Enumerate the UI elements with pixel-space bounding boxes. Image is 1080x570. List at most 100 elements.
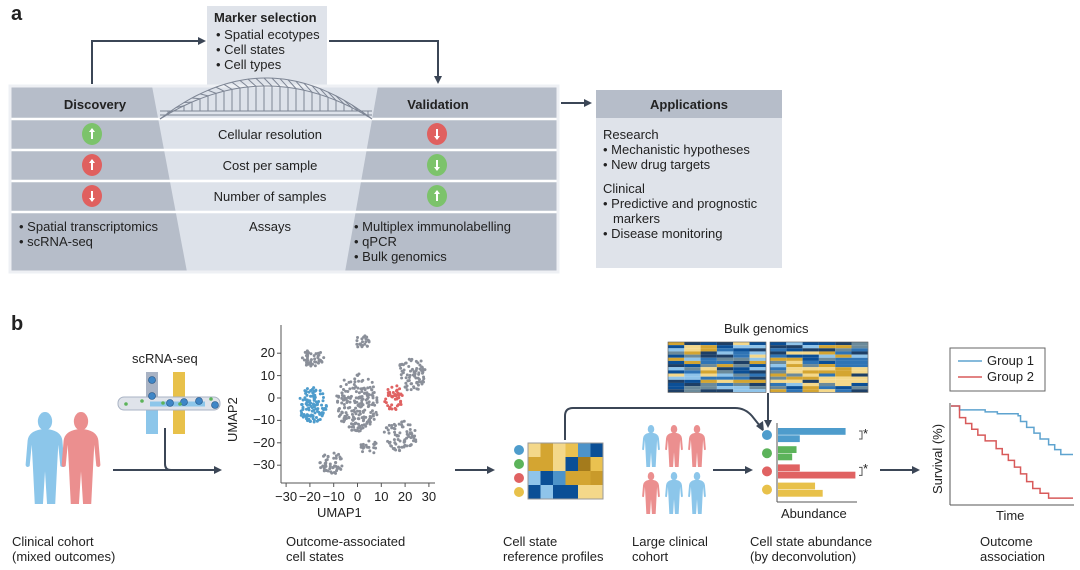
data-point	[356, 335, 360, 339]
data-point	[410, 432, 414, 436]
person-icon	[61, 412, 101, 504]
legend-group-1: Group 1	[987, 353, 1034, 368]
marker-item: Spatial ecotypes	[216, 27, 319, 42]
data-point	[392, 438, 396, 442]
data-point	[409, 388, 413, 392]
data-point	[309, 364, 313, 368]
heatmap-cell	[540, 443, 553, 457]
bulk-cell	[770, 345, 787, 349]
data-point	[333, 464, 337, 468]
x-tick-label: −10	[322, 489, 345, 504]
data-point	[309, 388, 313, 392]
y-tick-label: −30	[252, 457, 275, 473]
data-point	[323, 461, 327, 465]
data-point	[357, 413, 361, 417]
bulk-cell	[835, 360, 852, 365]
data-point	[299, 413, 303, 417]
data-point	[305, 398, 309, 402]
bridge-truss	[295, 80, 305, 91]
abundance-bar	[778, 482, 816, 490]
data-point	[415, 380, 419, 384]
data-point	[355, 339, 359, 343]
bulk-cell	[668, 382, 685, 387]
bulk-cell	[749, 376, 766, 380]
bulk-cell	[851, 345, 868, 349]
data-point	[350, 428, 354, 432]
data-point	[395, 404, 399, 408]
data-point	[352, 425, 356, 429]
bulk-cell	[835, 382, 852, 387]
assay-item: Bulk genomics	[354, 249, 511, 264]
data-point	[386, 387, 390, 391]
heatmap-cell	[553, 471, 566, 485]
data-point	[344, 389, 348, 393]
bulk-cell	[716, 357, 734, 361]
data-point	[393, 430, 397, 434]
bulk-cell	[716, 386, 734, 390]
bulk-cell	[700, 373, 717, 377]
data-point	[307, 417, 311, 421]
data-point	[300, 411, 304, 415]
data-point	[414, 439, 418, 443]
bridge-truss	[239, 80, 249, 88]
data-point	[367, 418, 371, 422]
significance-mark: *	[863, 461, 869, 476]
data-point	[375, 398, 379, 402]
data-point	[366, 338, 370, 342]
bulk-cell	[835, 386, 852, 390]
heatmap-cell	[578, 443, 591, 457]
cell-droplet	[195, 397, 203, 405]
data-point	[361, 450, 365, 454]
bulk-cell	[716, 364, 734, 368]
person-icon	[688, 472, 706, 514]
bulk-cell	[749, 382, 766, 387]
bulk-cell	[851, 342, 868, 346]
data-point	[386, 404, 390, 408]
data-point	[370, 409, 374, 413]
bulk-cell	[802, 354, 819, 358]
bulk-cell	[668, 360, 685, 365]
survival-y-label: Survival (%)	[930, 423, 945, 494]
bulk-cell	[668, 348, 685, 352]
data-point	[314, 352, 318, 356]
bulk-cell	[716, 367, 734, 371]
data-point	[404, 376, 408, 380]
data-point	[350, 412, 354, 416]
data-point	[370, 380, 374, 384]
cell-state-dot	[761, 483, 773, 496]
data-point	[338, 455, 342, 459]
comparison-table	[8, 6, 560, 274]
bulk-cell	[851, 373, 868, 377]
bulk-cell	[733, 367, 750, 371]
data-point	[340, 410, 344, 414]
data-point	[372, 446, 376, 450]
bulk-cell	[770, 354, 787, 358]
bulk-cell	[716, 389, 734, 393]
data-point	[382, 430, 386, 434]
data-point	[345, 413, 349, 417]
bulk-cell	[684, 370, 701, 374]
data-point	[365, 422, 369, 426]
heatmap-cell	[528, 457, 541, 471]
abundance-bar	[778, 471, 856, 479]
bulk-cell	[716, 373, 734, 377]
data-point	[337, 452, 341, 456]
bulk-cell	[770, 367, 787, 371]
data-point	[357, 404, 361, 408]
data-point	[332, 471, 336, 475]
data-point	[364, 340, 368, 344]
data-point	[418, 363, 422, 367]
bulk-cell	[749, 364, 766, 368]
abundance-bar	[778, 428, 846, 435]
data-point	[390, 426, 394, 430]
data-point	[409, 359, 413, 363]
data-point	[386, 439, 390, 443]
data-point	[321, 399, 325, 403]
x-tick-label: −20	[298, 489, 321, 504]
bulk-cell	[749, 367, 766, 371]
data-point	[321, 396, 325, 400]
bulk-cell	[749, 348, 766, 352]
data-point	[311, 403, 315, 407]
bulk-cell	[749, 370, 766, 374]
significance-bracket	[859, 430, 863, 440]
